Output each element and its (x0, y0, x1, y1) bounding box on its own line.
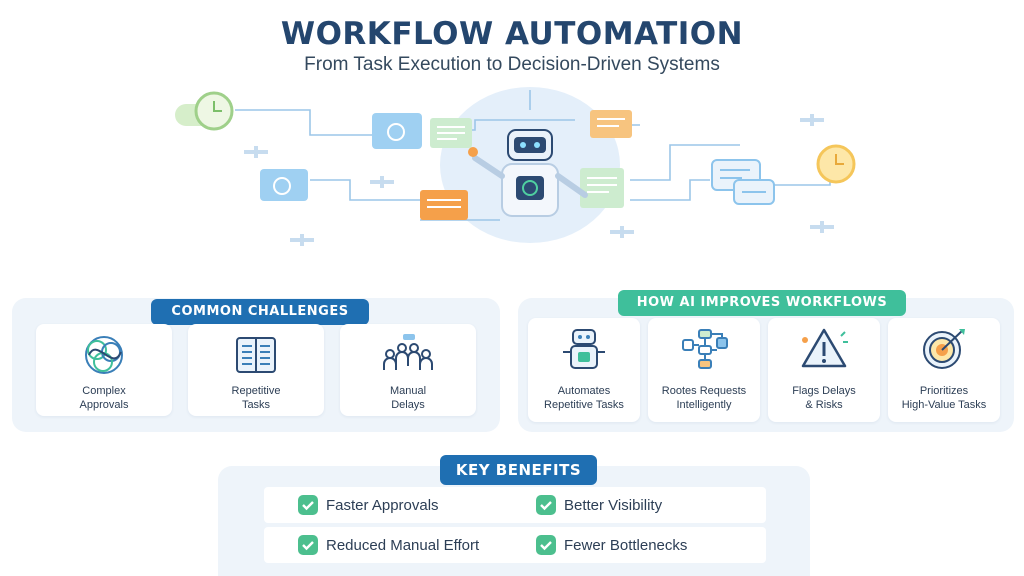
check-icon (298, 535, 318, 555)
chat-bubble-icon (711, 159, 775, 205)
people-group-icon (383, 334, 433, 370)
benefit-item: Faster Approvals (298, 487, 439, 523)
challenge-card: Repetitive Tasks (188, 324, 324, 416)
check-icon (298, 495, 318, 515)
benefits-heading: KEY BENEFITS (440, 455, 597, 485)
benefit-item: Better Visibility (536, 487, 662, 523)
benefit-label: Better Visibility (564, 496, 663, 514)
connector-lines (235, 90, 831, 221)
clock-icon (816, 144, 856, 184)
check-icon (536, 535, 556, 555)
flowchart-icon (682, 329, 728, 369)
benefit-label: Faster Approvals (326, 496, 439, 514)
ai-card: Automates Repetitive Tasks (528, 318, 640, 422)
challenge-card: Manual Delays (340, 324, 476, 416)
ai-label: Automates Repetitive Tasks (544, 385, 624, 411)
robot-icon (563, 329, 605, 369)
robot-icon (468, 129, 588, 217)
note-card-icon (590, 110, 632, 138)
challenges-heading: COMMON CHALLENGES (151, 299, 369, 325)
clock-icon (175, 91, 234, 131)
ai-card: Flags Delays & Risks (768, 318, 880, 422)
ai-card: Rootes Requests Intelligently (648, 318, 760, 422)
ai-label: Flags Delays & Risks (792, 385, 856, 411)
benefit-item: Reduced Manual Effort (298, 527, 479, 563)
ai-heading: HOW AI IMPROVES WORKFLOWS (618, 290, 906, 316)
page-title: WORKFLOW AUTOMATION (280, 16, 744, 52)
warning-triangle-icon (801, 328, 848, 368)
challenge-label: Complex Approvals (79, 385, 129, 411)
benefits-row (264, 527, 766, 563)
sparkle-icons (244, 114, 834, 246)
document-card-icon (260, 169, 308, 201)
document-card-icon (372, 113, 422, 149)
benefits-row (264, 487, 766, 523)
benefit-label: Reduced Manual Effort (326, 536, 480, 554)
benefit-label: Fewer Bottlenecks (564, 536, 688, 554)
challenge-card: Complex Approvals (36, 324, 172, 416)
challenge-label: Repetitive Tasks (231, 385, 281, 411)
check-icon (536, 495, 556, 515)
hero-illustration (175, 87, 856, 246)
note-card-icon (420, 190, 468, 220)
ai-card: Prioritizes High-Value Tasks (888, 318, 1000, 422)
note-card-icon (430, 118, 472, 148)
tangled-network-icon (85, 336, 123, 374)
target-icon (923, 329, 965, 369)
ai-label: Rootes Requests Intelligently (661, 385, 747, 411)
benefit-item: Fewer Bottlenecks (536, 527, 687, 563)
note-card-icon (580, 168, 624, 208)
document-stack-icon (236, 337, 276, 373)
ai-label: Prioritizes High-Value Tasks (901, 385, 987, 411)
page-subtitle: From Task Execution to Decision-Driven S… (304, 54, 720, 75)
challenge-label: Manual Delays (389, 385, 427, 411)
